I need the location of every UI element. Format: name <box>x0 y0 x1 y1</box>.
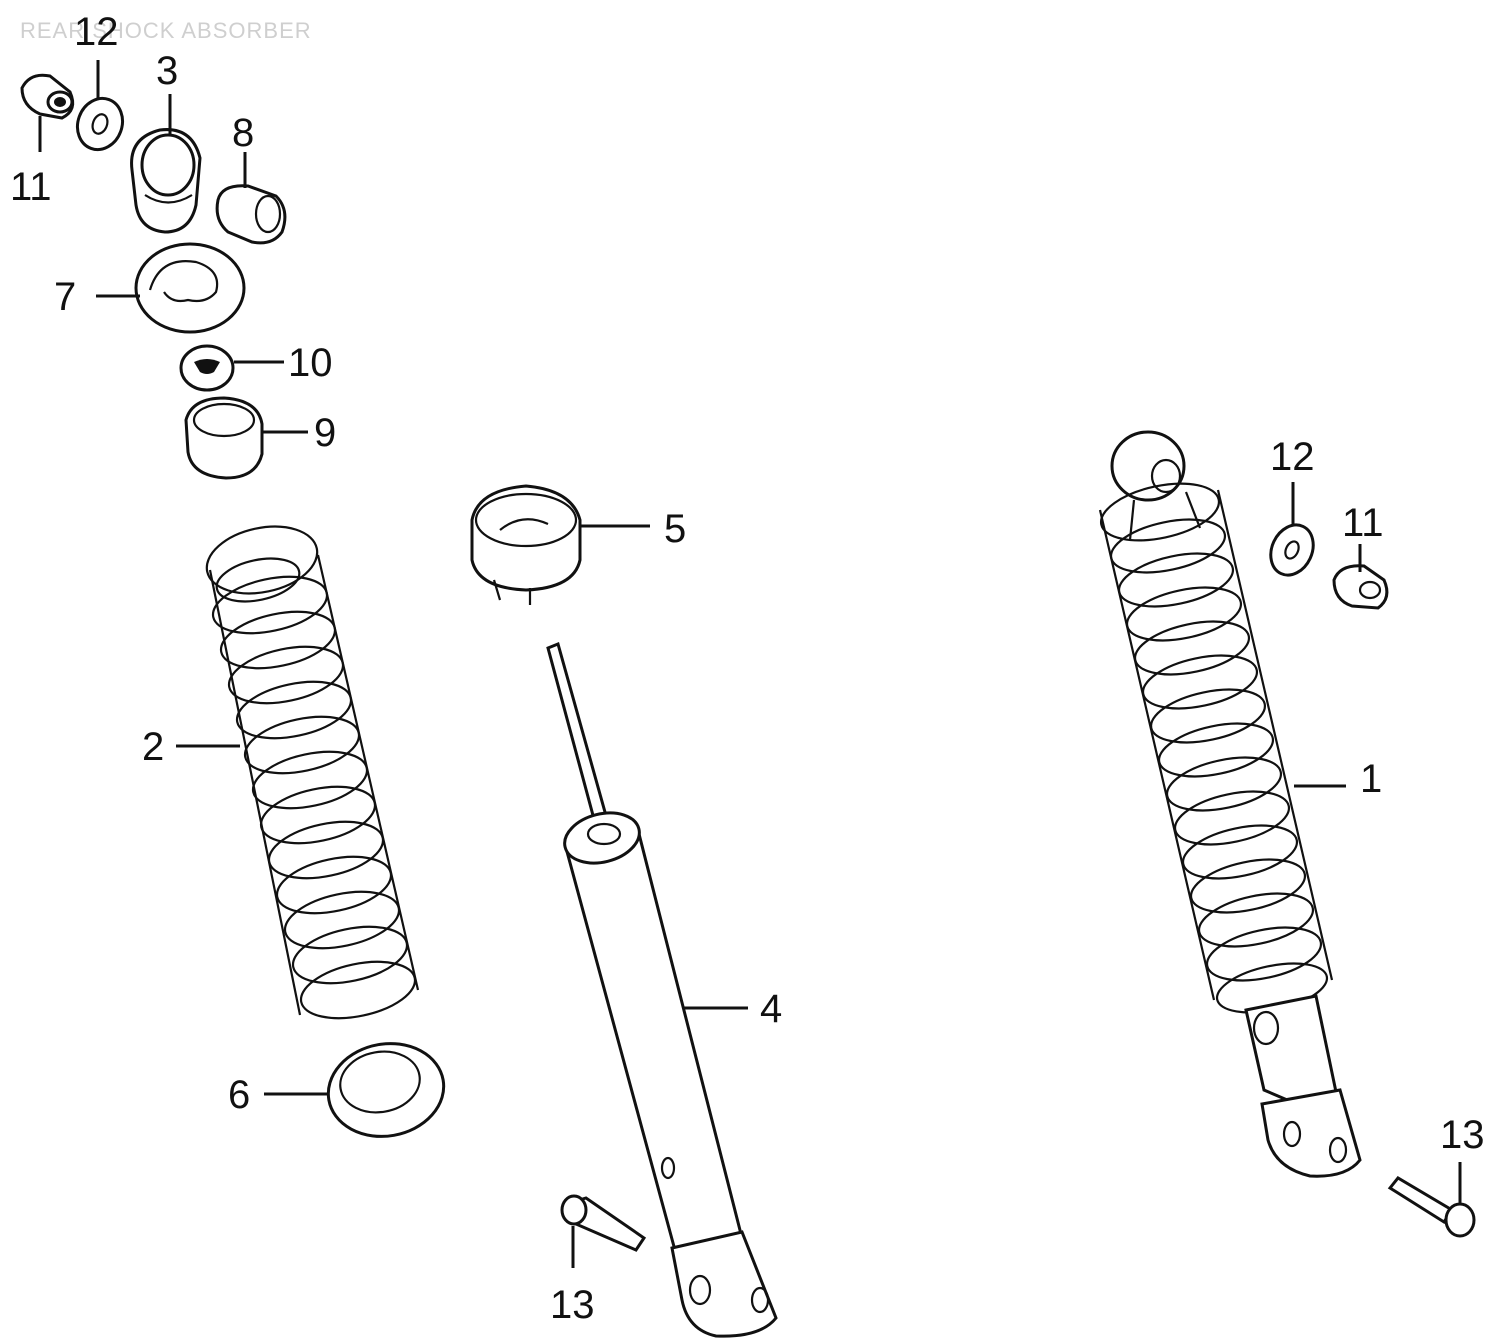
callout-4: 4 <box>760 987 782 1031</box>
part-12-washer-right <box>1269 523 1315 577</box>
callout-13-middle: 13 <box>550 1283 595 1327</box>
diagram-title: REAR SHOCK ABSORBER <box>20 18 312 43</box>
callout-11-right: 11 <box>1342 501 1384 545</box>
part-2-coil-spring <box>205 525 420 1020</box>
callout-2: 2 <box>142 725 164 769</box>
part-6-spring-seat <box>326 1042 446 1138</box>
callout-7: 7 <box>54 275 76 319</box>
callout-1: 1 <box>1360 757 1382 801</box>
part-9-stopper-rubber <box>184 396 264 480</box>
part-13-bolt-right <box>1387 1176 1476 1238</box>
part-13-bolt-middle <box>560 1194 647 1252</box>
part-7-seat-stopper <box>134 242 246 334</box>
part-11-nut-right <box>1332 564 1389 610</box>
callout-6: 6 <box>228 1073 250 1117</box>
part-10-lock-nut <box>179 344 235 392</box>
part-3-upper-joint <box>130 128 202 234</box>
callout-12-top: 12 <box>74 10 119 54</box>
callout-3: 3 <box>156 49 178 93</box>
part-8-bushing <box>215 184 287 245</box>
callout-11-top: 11 <box>10 165 52 209</box>
part-11-nut-top <box>20 73 75 120</box>
callout-9: 9 <box>314 411 336 455</box>
callout-13-right: 13 <box>1440 1113 1485 1157</box>
callout-12-right: 12 <box>1270 435 1315 479</box>
part-1-shock-absorber-assembly <box>1098 430 1362 1178</box>
callout-10: 10 <box>288 341 333 385</box>
part-5-spring-adjuster <box>470 484 582 605</box>
part-4-damper-unit <box>546 641 778 1338</box>
callout-5: 5 <box>664 507 686 551</box>
callout-8: 8 <box>232 111 254 155</box>
part-12-washer-top <box>75 96 125 152</box>
